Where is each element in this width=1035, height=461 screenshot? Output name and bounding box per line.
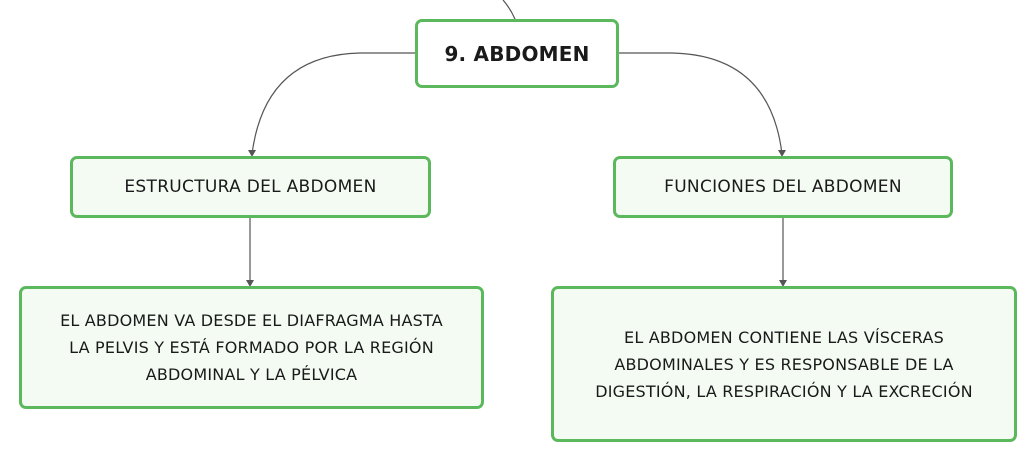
connector-root-to-estructura [251,52,415,155]
estructura-description-text: EL ABDOMEN VA DESDE EL DIAFRAGMA HASTA L… [60,307,443,388]
funciones-description-line: DIGESTIÓN, LA RESPIRACIÓN Y LA EXCRECIÓN [595,381,973,401]
connector-parent-to-root [502,0,516,20]
funciones-description-text: EL ABDOMEN CONTIENE LAS VÍSCERAS ABDOMIN… [595,324,973,405]
funciones-description-line: EL ABDOMEN CONTIENE LAS VÍSCERAS [624,327,944,347]
node-estructura-description[interactable]: EL ABDOMEN VA DESDE EL DIAFRAGMA HASTA L… [19,286,484,409]
estructura-title: ESTRUCTURA DEL ABDOMEN [124,177,377,197]
arrowhead-funciones [778,150,786,157]
arrowhead-estructura-description [246,280,254,287]
node-funciones-del-abdomen[interactable]: FUNCIONES DEL ABDOMEN [613,156,953,218]
estructura-description-line: LA PELVIS Y ESTÁ FORMADO POR LA REGIÓN [69,338,434,357]
node-funciones-description[interactable]: EL ABDOMEN CONTIENE LAS VÍSCERAS ABDOMIN… [551,286,1017,442]
arrowhead-estructura [248,150,256,157]
estructura-description-line: ABDOMINAL Y LA PÉLVICA [145,365,358,384]
root-node-abdomen[interactable]: 9. ABDOMEN [415,19,619,88]
arrowhead-funciones-description [779,280,787,287]
funciones-title: FUNCIONES DEL ABDOMEN [664,177,902,197]
connector-root-to-funciones [619,52,783,155]
root-title: 9. ABDOMEN [444,41,590,66]
node-estructura-del-abdomen[interactable]: ESTRUCTURA DEL ABDOMEN [70,156,431,218]
estructura-description-line: EL ABDOMEN VA DESDE EL DIAFRAGMA HASTA [60,311,443,330]
funciones-description-line: ABDOMINALES Y ES RESPONSABLE DE LA [614,354,954,374]
